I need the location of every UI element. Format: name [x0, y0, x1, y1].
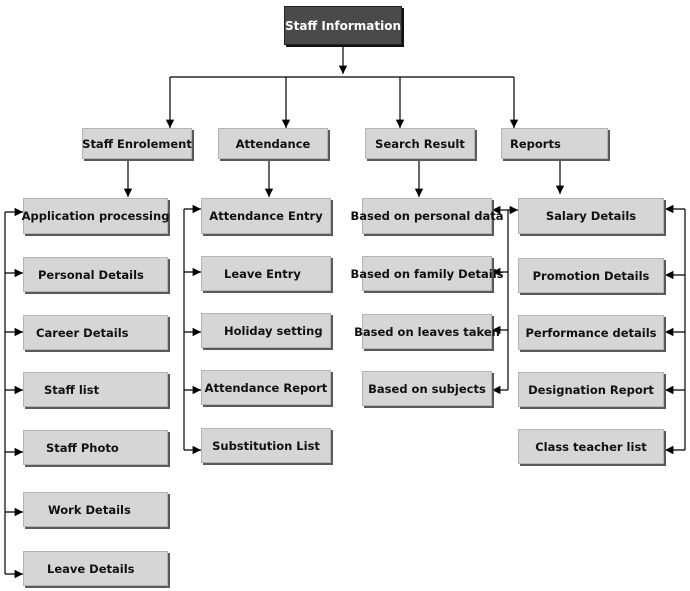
node-work-details: Work Details — [23, 492, 168, 527]
header-reports: Reports — [501, 128, 608, 159]
header-search-result: Search Result — [365, 128, 475, 159]
node-application-processing: Application processing — [22, 198, 169, 234]
node-designation-report: Designation Report — [518, 372, 664, 407]
node-personal-details: Personal Details — [23, 257, 168, 292]
node-staff-photo: Staff Photo — [23, 430, 168, 465]
header-attendance: Attendance — [218, 128, 328, 159]
node-salary-details: Salary Details — [518, 198, 664, 234]
node-holiday-setting: Holiday setting — [201, 313, 331, 348]
root-node: Staff Information — [284, 6, 402, 45]
node-career-details: Career Details — [23, 315, 168, 350]
node-based-on-subjects: Based on subjects — [362, 371, 492, 406]
node-leave-entry: Leave Entry — [201, 256, 331, 291]
node-based-on-family-details: Based on family Details — [351, 256, 503, 291]
node-substitution-list: Substitution List — [201, 428, 331, 463]
header-staff-enrolement: Staff Enrolement — [82, 128, 192, 159]
node-leave-details: Leave Details — [23, 551, 168, 586]
node-based-on-leaves-taken: Based on leaves taken — [354, 314, 500, 349]
node-performance-details: Performance details — [518, 315, 664, 350]
node-based-on-personal-data: Based on personal data — [350, 198, 504, 234]
node-class-teacher-list: Class teacher list — [518, 429, 664, 464]
node-promotion-details: Promotion Details — [518, 258, 664, 293]
node-attendance-entry: Attendance Entry — [201, 198, 331, 234]
node-staff-list: Staff list — [23, 372, 168, 407]
node-attendance-report: Attendance Report — [201, 370, 331, 405]
